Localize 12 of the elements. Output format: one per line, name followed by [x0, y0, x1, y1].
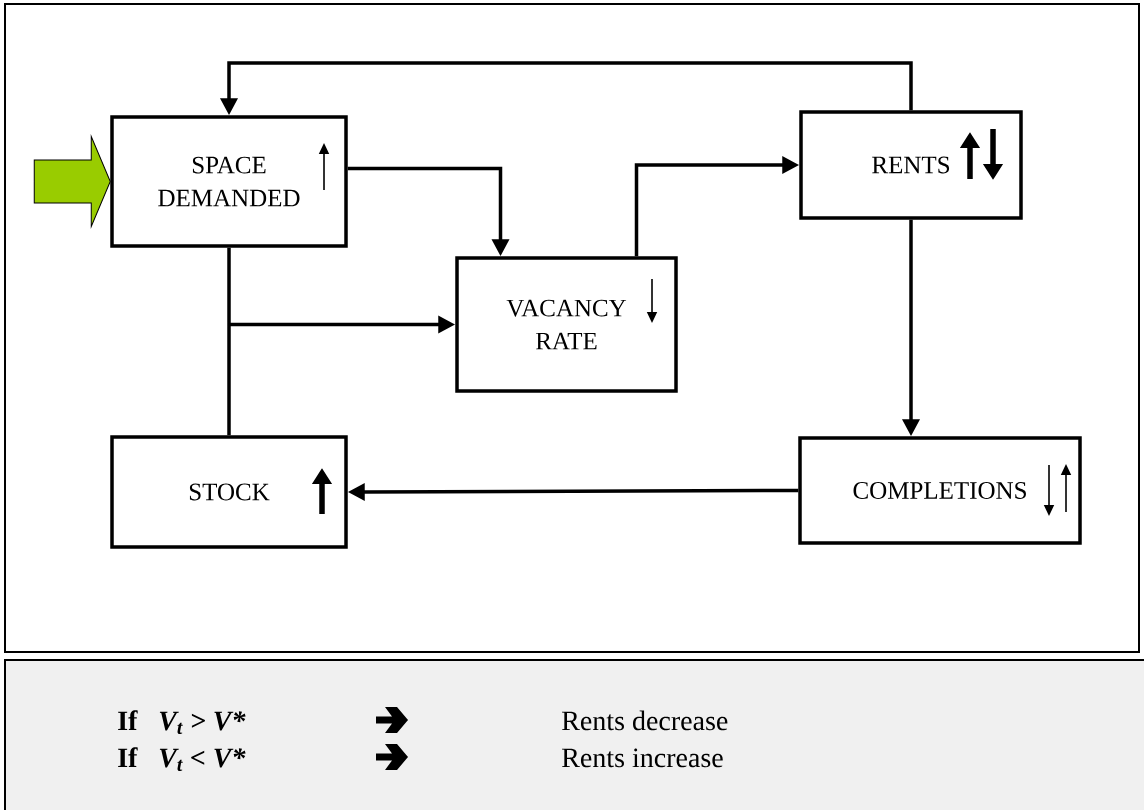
process-box: SPACE DEMANDED	[110, 115, 348, 248]
process-box: RENTS	[799, 110, 1023, 220]
process-box: STOCK	[110, 435, 348, 549]
formula-text: V$_{t}$ > V*	[159, 711, 246, 734]
result-text: Rents decrease	[562, 710, 728, 731]
process-box: COMPLETIONS	[798, 436, 1082, 545]
condition-text: If	[118, 747, 138, 767]
formula-text: V$_{t}$ < V*	[159, 748, 246, 771]
block-arrow	[33, 136, 111, 227]
condition-text: If	[118, 710, 138, 730]
process-box: VACANCY RATE	[455, 256, 678, 393]
result-text: Rents increase	[562, 748, 723, 768]
